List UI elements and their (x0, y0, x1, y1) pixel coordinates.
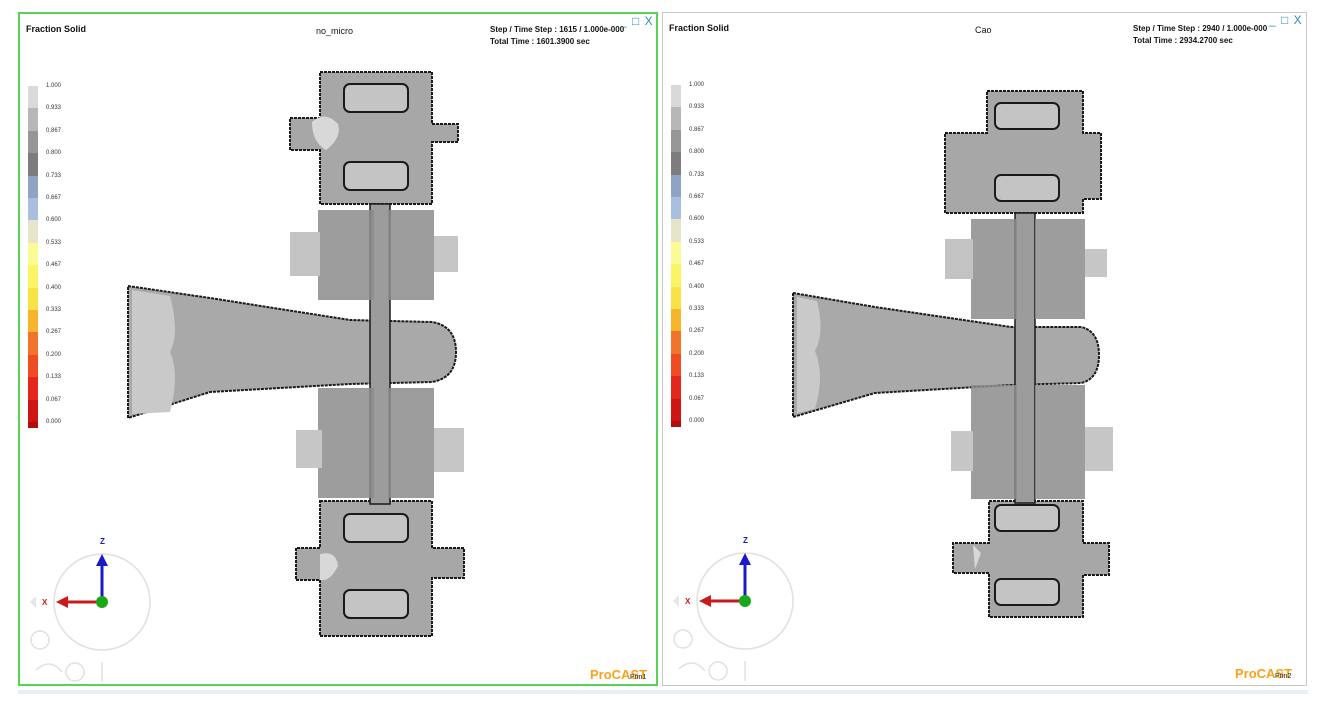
legend-label: 0.200 (46, 351, 62, 358)
color-legend: 1.000 0.933 0.867 0.800 0.733 0.667 0.600 0.533… (28, 83, 118, 431)
legend-swatch (671, 353, 681, 377)
legend-label: 0.800 (689, 149, 705, 156)
legend-swatch (671, 398, 681, 421)
casting-geometry (127, 71, 465, 637)
case-name: no_micro (316, 26, 354, 36)
legend-swatch (671, 197, 681, 220)
legend-swatch (671, 174, 681, 197)
case-name: Cao (975, 25, 992, 35)
step-info: Step / Time Step : 1615 / 1.000e-000 Tot… (490, 24, 624, 48)
viewport-left[interactable]: Fraction Solid no_micro Step / Time Step… (18, 12, 658, 686)
legend-swatch (671, 152, 681, 175)
legend-swatch (671, 264, 681, 287)
legend-swatch (28, 220, 38, 243)
legend-swatch (28, 354, 38, 378)
legend-swatch (671, 107, 681, 130)
legend-swatch (671, 129, 681, 153)
legend-swatch (671, 309, 681, 332)
legend-label: 0.533 (46, 239, 62, 246)
legend-swatch (671, 85, 681, 108)
legend-swatch (28, 332, 38, 355)
time-line: Total Time : 2934.2700 sec (1133, 36, 1233, 45)
print-tag: Prin2 (1275, 673, 1292, 680)
legend-swatch (28, 198, 38, 221)
legend-swatch (671, 241, 681, 265)
legend-swatch (28, 86, 38, 109)
x-axis-label: X (685, 597, 691, 606)
status-strip (18, 690, 1308, 694)
legend-swatch (28, 377, 38, 400)
legend-label: 0.000 (689, 418, 705, 424)
legend-swatch (28, 108, 38, 131)
z-axis-label: Z (743, 536, 748, 545)
legend-label: 0.467 (46, 262, 62, 269)
viewport-right[interactable]: Fraction Solid Cao Step / Time Step : 29… (662, 12, 1307, 686)
legend-swatch (671, 286, 681, 309)
legend-label: 0.333 (689, 306, 705, 312)
legend-label: 0.133 (46, 374, 62, 381)
variable-title: Fraction Solid (26, 24, 87, 34)
color-legend: 1.000 0.933 0.867 0.800 0.733 0.667 0.600 0.533… (671, 82, 761, 430)
variable-title: Fraction Solid (669, 23, 730, 33)
legend-label: 0.200 (689, 350, 705, 357)
legend-label: 0.733 (689, 171, 705, 178)
axis-triad[interactable]: Z X (20, 532, 160, 682)
legend-label: 0.067 (46, 396, 62, 403)
legend-swatch (671, 219, 681, 242)
print-tag: Prin1 (630, 674, 647, 681)
legend-label: 0.867 (689, 126, 705, 133)
legend-label: 0.267 (46, 329, 62, 336)
legend-label: 0.600 (46, 217, 62, 224)
legend-label: 0.667 (46, 195, 62, 201)
legend-label: 0.133 (689, 373, 705, 380)
legend-label: 0.000 (46, 419, 62, 425)
legend-swatch (28, 287, 38, 310)
legend-label: 0.533 (689, 238, 705, 245)
time-line: Total Time : 1601.3900 sec (490, 37, 590, 46)
legend-swatch (28, 422, 38, 428)
legend-swatch (28, 310, 38, 333)
z-axis-label: Z (100, 537, 105, 546)
legend-swatch (28, 153, 38, 176)
step-info: Step / Time Step : 2940 / 1.000e-000 Tot… (1133, 23, 1267, 47)
legend-swatch (28, 130, 38, 154)
legend-swatch (671, 331, 681, 354)
procast-logo: ProCAST (590, 667, 648, 682)
legend-label: 0.933 (46, 105, 62, 112)
casting-geometry (792, 90, 1113, 618)
legend-label: 0.400 (689, 283, 705, 290)
step-line: Step / Time Step : 1615 / 1.000e-000 (490, 25, 625, 34)
window-controls[interactable]: _ □ X (1269, 13, 1303, 27)
legend-swatch (28, 175, 38, 198)
x-axis-label: X (42, 598, 48, 607)
legend-swatch (671, 421, 681, 427)
legend-label: 0.867 (46, 127, 62, 134)
legend-label: 0.333 (46, 307, 62, 313)
legend-label: 0.067 (689, 395, 705, 402)
legend-swatch (28, 265, 38, 288)
legend-label: 0.267 (689, 328, 705, 335)
window-controls[interactable]: _ □ X (620, 14, 654, 28)
legend-label: 1.000 (689, 82, 705, 88)
legend-label: 0.800 (46, 150, 62, 157)
procast-logo: ProCAST (1235, 666, 1293, 681)
legend-label: 0.467 (689, 261, 705, 268)
legend-label: 0.667 (689, 194, 705, 200)
legend-swatch (28, 242, 38, 266)
legend-label: 1.000 (46, 83, 62, 89)
legend-label: 0.400 (46, 284, 62, 291)
legend-label: 0.600 (689, 216, 705, 223)
legend-label: 0.933 (689, 104, 705, 111)
step-line: Step / Time Step : 2940 / 1.000e-000 (1133, 24, 1268, 33)
legend-swatch (671, 376, 681, 399)
legend-label: 0.733 (46, 172, 62, 179)
legend-swatch (28, 399, 38, 422)
axis-triad[interactable]: Z X (663, 531, 803, 681)
